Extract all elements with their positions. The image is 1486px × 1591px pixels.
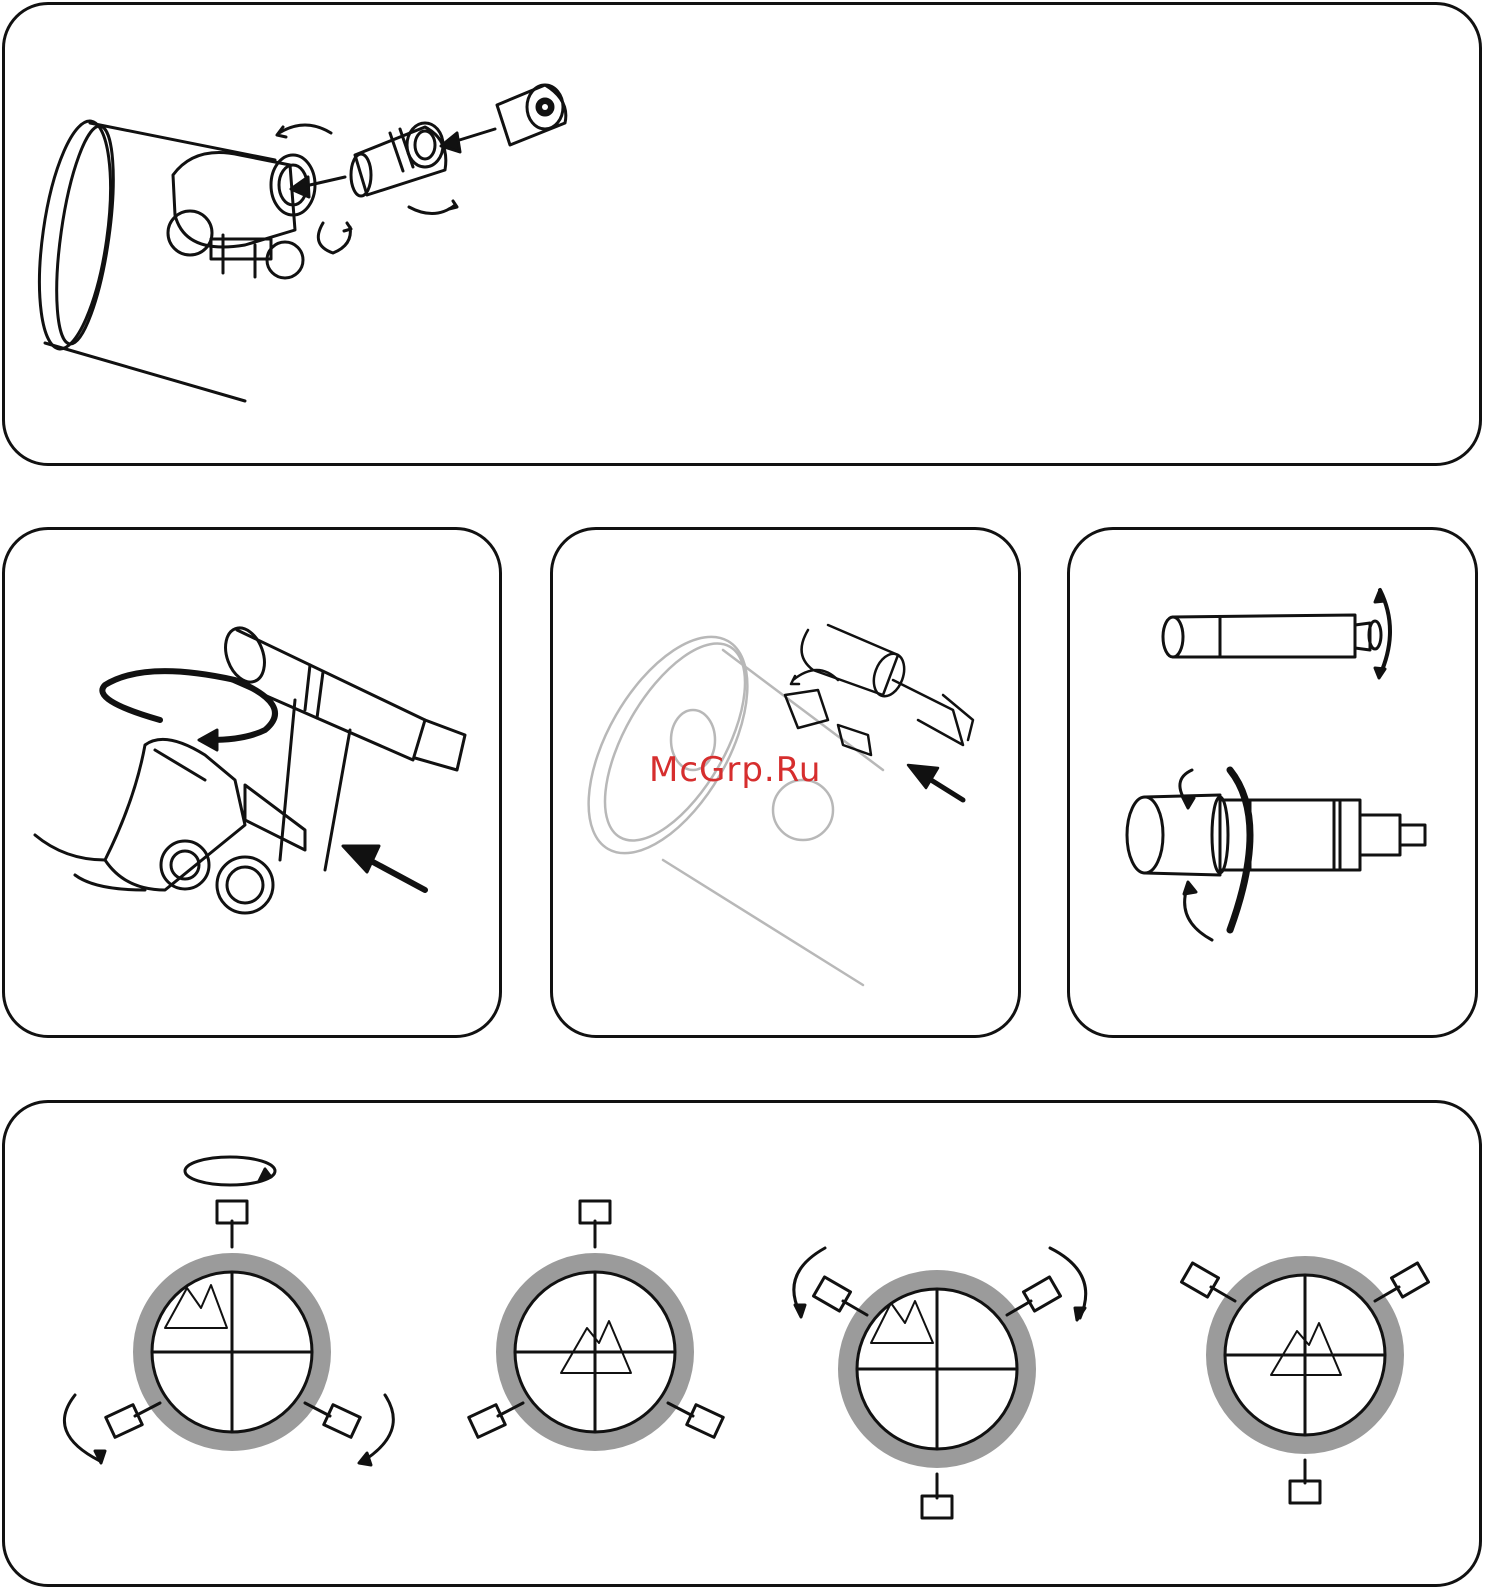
figure-finder-alignment-sequence [2,1100,1482,1587]
reticle-icon [469,1201,723,1442]
focuser-icon [168,153,315,279]
rotate-arrow-icon [64,1157,393,1465]
push-arrow-icon [343,846,425,890]
rotate-arrow-icon [1180,590,1390,940]
reticle-icon [794,1248,1086,1518]
reticle-icon [64,1157,393,1465]
push-arrow-icon [908,765,963,800]
reticle-icon [1182,1263,1429,1503]
telescope-tube-icon [556,611,883,985]
eyepiece-icon [351,123,446,196]
figure-finder-scope-mount-2: McGrp.Ru [550,527,1021,1038]
finder-scope-icon [219,623,465,870]
figure-eyepiece-insertion [2,2,1482,466]
finder-scope-icon [1163,615,1381,657]
figure-finder-focus-adjust [1067,527,1478,1038]
finder-scope-icon [785,625,973,755]
figure-finder-scope-mount-1 [2,527,502,1038]
finder-scope-icon [1127,795,1425,875]
finder-bracket-icon [35,739,305,913]
eyepiece-cap-icon [497,85,566,145]
